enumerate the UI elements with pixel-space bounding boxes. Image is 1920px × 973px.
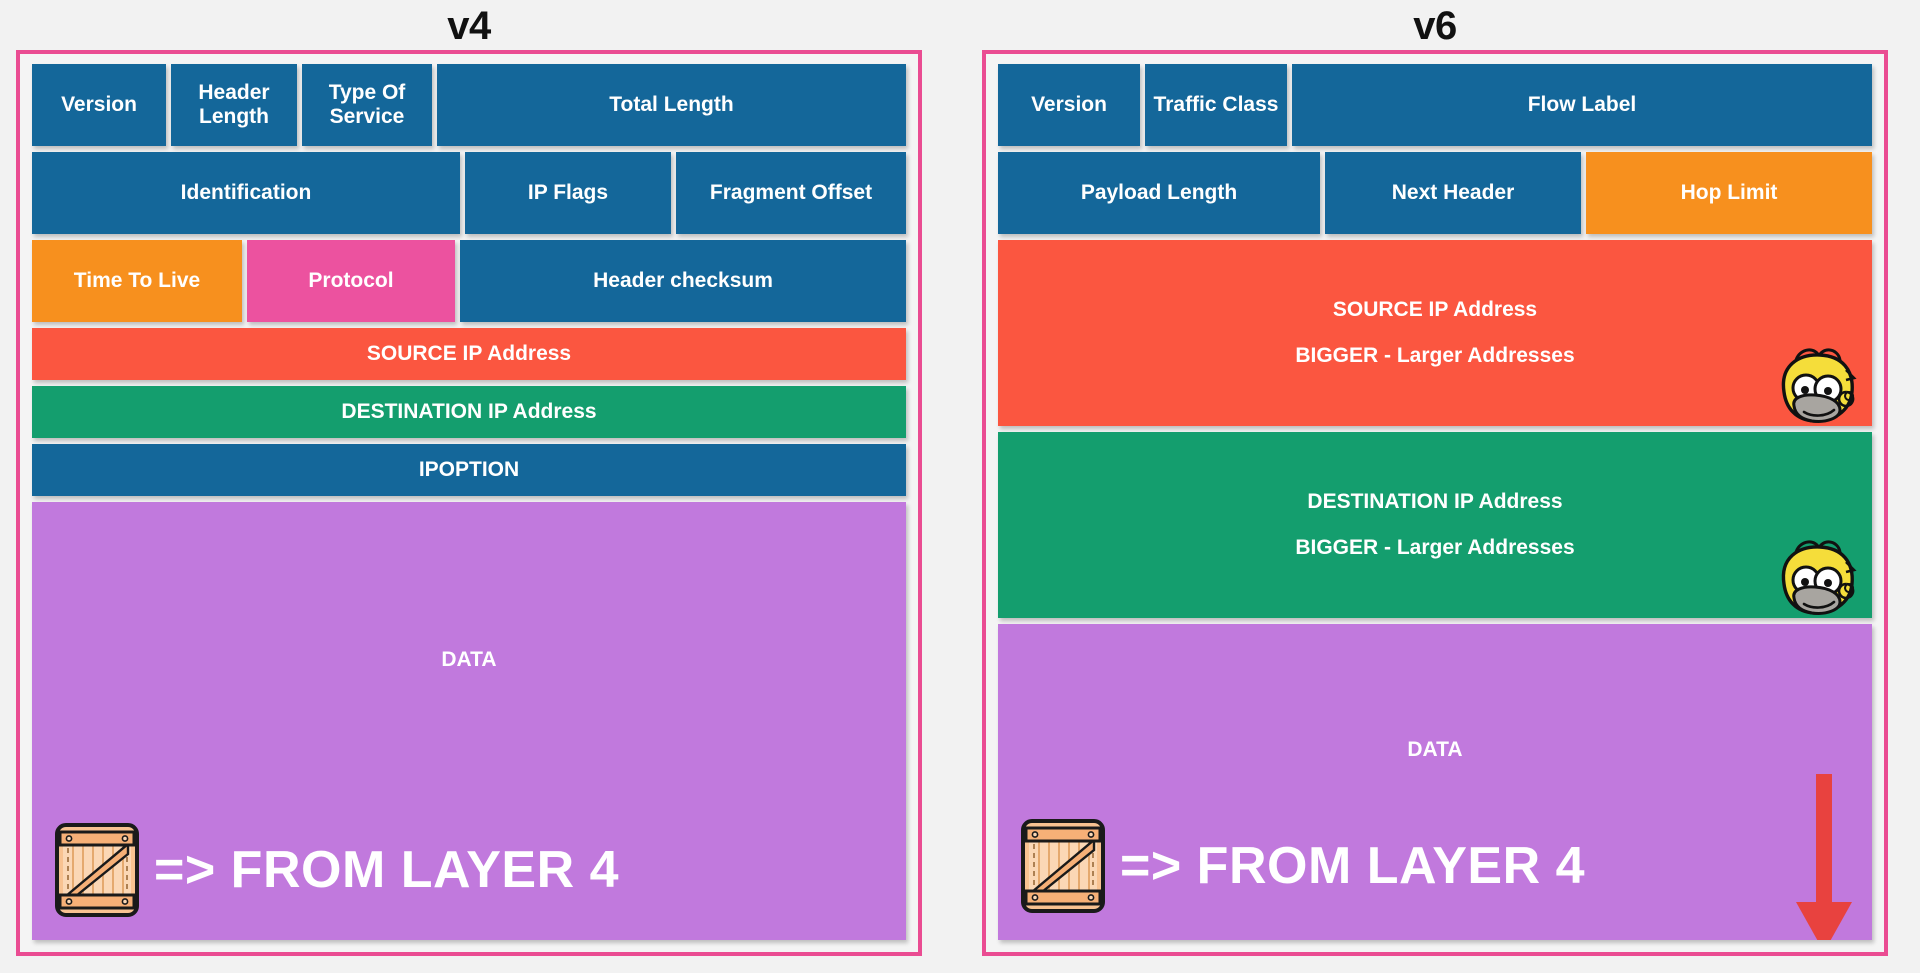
v4-data-label: DATA (441, 648, 497, 671)
v4-field-total-length-label: Total Length (609, 93, 734, 117)
v6-field-payload-length-label: Payload Length (1080, 181, 1238, 205)
v4-row-3: Time To Live Protocol Header checksum (32, 240, 906, 322)
v4-field-destination-ip[interactable]: DESTINATION IP Address (32, 386, 906, 438)
v6-row-source: SOURCE IP Address BIGGER - Larger Addres… (998, 240, 1872, 426)
v4-row-data: DATA (32, 502, 906, 940)
v6-field-flow-label-label: Flow Label (1527, 93, 1637, 117)
v4-field-source-ip[interactable]: SOURCE IP Address (32, 328, 906, 380)
v6-destination-ip-label: DESTINATION IP Address (1307, 490, 1563, 514)
v4-from-layer4-group: => FROM LAYER 4 (54, 822, 619, 918)
ipv6-header-panel: Version Traffic Class Flow Label Payload… (982, 50, 1888, 956)
v6-field-traffic-class-label: Traffic Class (1153, 93, 1279, 117)
v4-field-time-to-live[interactable]: Time To Live (32, 240, 242, 322)
v6-row-2: Payload Length Next Header Hop Limit (998, 152, 1872, 234)
v4-field-identification[interactable]: Identification (32, 152, 460, 234)
v4-row-destination: DESTINATION IP Address (32, 386, 906, 438)
v6-field-next-header[interactable]: Next Header (1325, 152, 1581, 234)
v4-field-type-of-service-label: Type Of Service (328, 81, 406, 128)
v6-field-flow-label[interactable]: Flow Label (1292, 64, 1872, 146)
ipv4-header-panel: Version Header Length Type Of Service To… (16, 50, 922, 956)
v6-destination-ip-note: BIGGER - Larger Addresses (1295, 536, 1575, 559)
v4-row-1: Version Header Length Type Of Service To… (32, 64, 906, 146)
v6-field-payload-length[interactable]: Payload Length (998, 152, 1320, 234)
v6-field-version[interactable]: Version (998, 64, 1140, 146)
v4-field-version[interactable]: Version (32, 64, 166, 146)
wooden-crate-icon (55, 823, 139, 917)
v4-field-data[interactable]: DATA (32, 502, 906, 940)
v6-field-hop-limit-label: Hop Limit (1680, 181, 1778, 205)
v4-field-header-checksum[interactable]: Header checksum (460, 240, 906, 322)
v4-field-source-ip-label: SOURCE IP Address (366, 342, 572, 366)
v4-field-total-length[interactable]: Total Length (437, 64, 906, 146)
v4-field-protocol-label: Protocol (308, 269, 394, 293)
v6-row-1: Version Traffic Class Flow Label (998, 64, 1872, 146)
down-arrow-icon (1796, 774, 1852, 940)
v6-row-data: DATA (998, 624, 1872, 940)
v6-title: v6 (1413, 4, 1457, 48)
homer-simpson-icon (1781, 540, 1857, 615)
v4-title: v4 (447, 4, 491, 48)
v4-row-ipoption: IPOPTION (32, 444, 906, 496)
v4-field-header-length[interactable]: Header Length (171, 64, 297, 146)
v4-field-header-length-label: Header Length (198, 81, 270, 128)
v4-field-ip-flags[interactable]: IP Flags (465, 152, 671, 234)
v6-field-traffic-class[interactable]: Traffic Class (1145, 64, 1287, 146)
v6-field-data[interactable]: DATA (998, 624, 1872, 940)
v6-row-destination: DESTINATION IP Address BIGGER - Larger A… (998, 432, 1872, 618)
v6-source-ip-label: SOURCE IP Address (1332, 298, 1538, 322)
v6-data-label: DATA (1407, 738, 1463, 761)
v6-from-layer4-group: => FROM LAYER 4 (1020, 818, 1585, 914)
v4-field-ipoption[interactable]: IPOPTION (32, 444, 906, 496)
v4-field-header-checksum-label: Header checksum (593, 269, 773, 293)
v6-field-source-ip[interactable]: SOURCE IP Address BIGGER - Larger Addres… (998, 240, 1872, 426)
v4-row-2: Identification IP Flags Fragment Offset (32, 152, 906, 234)
v4-field-fragment-offset[interactable]: Fragment Offset (676, 152, 906, 234)
v4-field-ipoption-label: IPOPTION (418, 458, 520, 482)
homer-simpson-icon (1781, 348, 1857, 423)
v6-field-next-header-label: Next Header (1391, 181, 1515, 205)
v4-field-version-label: Version (61, 93, 137, 117)
wooden-crate-icon (1021, 819, 1105, 913)
v4-from-layer4-text: => FROM LAYER 4 (154, 840, 620, 899)
v4-field-protocol[interactable]: Protocol (247, 240, 455, 322)
v4-field-fragment-offset-label: Fragment Offset (709, 181, 873, 205)
v4-field-ip-flags-label: IP Flags (527, 181, 609, 205)
v4-field-destination-ip-label: DESTINATION IP Address (341, 400, 597, 424)
v6-source-ip-note: BIGGER - Larger Addresses (1295, 344, 1575, 367)
v6-field-hop-limit[interactable]: Hop Limit (1586, 152, 1872, 234)
v4-row-source: SOURCE IP Address (32, 328, 906, 380)
v6-from-layer4-text: => FROM LAYER 4 (1120, 836, 1586, 895)
v4-field-type-of-service[interactable]: Type Of Service (302, 64, 432, 146)
v6-field-version-label: Version (1031, 93, 1107, 117)
v4-field-identification-label: Identification (180, 181, 312, 205)
v4-field-time-to-live-label: Time To Live (73, 269, 201, 293)
v6-field-destination-ip[interactable]: DESTINATION IP Address BIGGER - Larger A… (998, 432, 1872, 618)
